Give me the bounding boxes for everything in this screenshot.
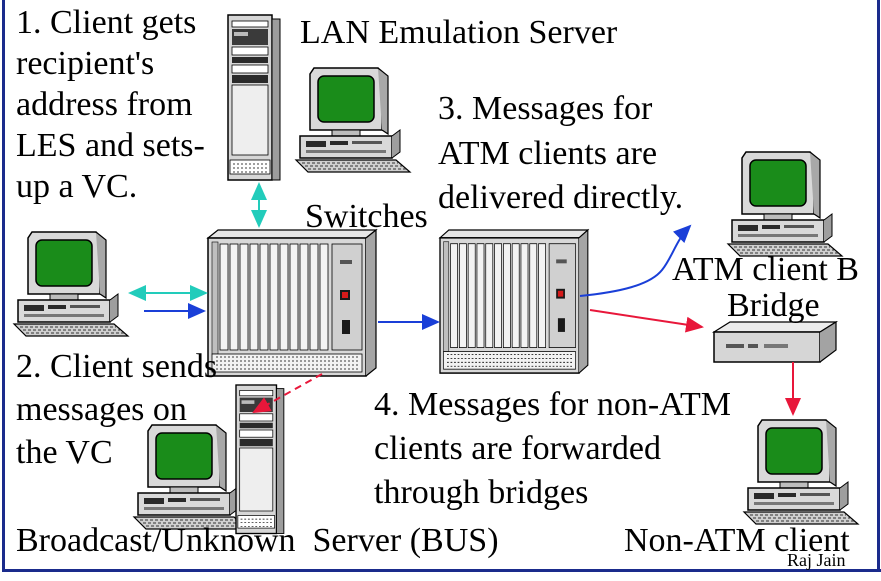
- step4-line-1: 4. Messages for non-ATM: [374, 386, 731, 423]
- step1-line-3: address from: [16, 86, 193, 123]
- bridge-label: Bridge: [727, 287, 820, 324]
- non-atm-client-label: Non-ATM client: [624, 522, 850, 559]
- switch-atm-client-link: [579, 224, 692, 297]
- atm-switch-right: [439, 229, 589, 374]
- step4-line-2: clients are forwarded: [374, 430, 661, 467]
- step2-line-2: messages on: [16, 391, 187, 428]
- step3-line-1: 3. Messages for: [438, 90, 653, 127]
- step3-line-3: delivered directly.: [438, 179, 684, 216]
- atm-switch-left: [207, 229, 377, 377]
- frame-left-border: [2, 0, 5, 572]
- step1-line-1: 1. Client gets: [16, 4, 197, 41]
- step2-line-1: 2. Client sends: [16, 348, 218, 385]
- step1-line-4: LES and sets-: [16, 127, 205, 164]
- step3-line-2: ATM clients are: [438, 135, 658, 172]
- non-atm-client-computer: [743, 419, 859, 525]
- switch-bus-link: [252, 373, 323, 413]
- les-computer: [295, 67, 411, 173]
- bridge-device: [711, 320, 839, 363]
- bus-computer: [133, 424, 249, 530]
- step2-line-3: the VC: [16, 434, 113, 471]
- frame-bottom-border: [2, 569, 881, 572]
- step1-line-5: up a VC.: [16, 168, 138, 205]
- atm-client-b-label: ATM client B: [672, 251, 859, 288]
- les-label: LAN Emulation Server: [300, 14, 618, 51]
- step1-line-2: recipient's: [16, 45, 155, 82]
- les-server-tower: [227, 14, 281, 181]
- switch-bridge-link: [589, 309, 704, 333]
- step4-line-3: through bridges: [374, 474, 589, 511]
- switches-label: Switches: [305, 198, 428, 235]
- author-credit: Raj Jain: [787, 550, 846, 570]
- bus-server-tower: [235, 384, 285, 535]
- frame-right-border: [877, 0, 880, 572]
- client-a-computer: [13, 231, 129, 337]
- atm-client-b-computer: [727, 151, 843, 257]
- bus-label: Broadcast/Unknown Server (BUS): [16, 522, 499, 559]
